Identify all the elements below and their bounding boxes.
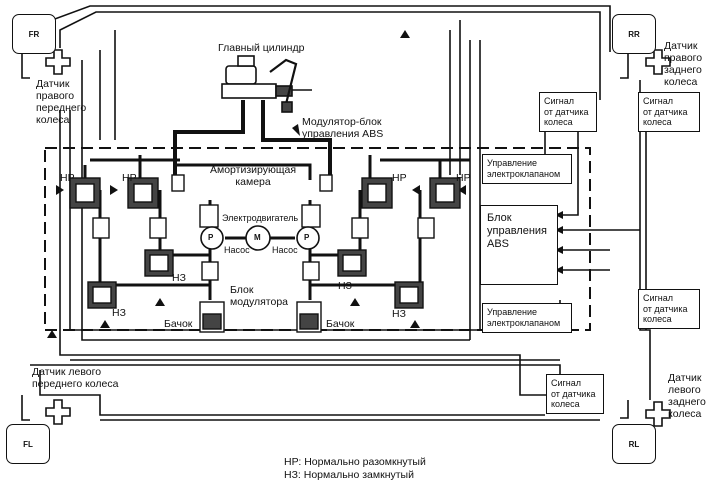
valve-control-box-top: Управление электроклапаном — [482, 154, 572, 184]
label-pump-left: Насос — [224, 245, 250, 255]
wheel-rl: RL — [612, 424, 656, 464]
legend-nc: НЗ: Нормально замкнутый — [284, 469, 414, 481]
label-pump-symbol-left: P — [208, 233, 214, 242]
legend: НР: Нормально разомкнутый НЗ: Нормально … — [284, 456, 426, 482]
label-no-3: НР — [392, 172, 407, 184]
label-motor: Электродвигатель — [222, 213, 299, 223]
label-sensor-rr: Датчик правого заднего колеса — [664, 40, 703, 88]
master-cylinder — [221, 55, 312, 113]
signal-box-bottom: Сигнал от датчика колеса — [546, 374, 604, 414]
brake-line-right — [261, 100, 332, 175]
label-no-4: НР — [456, 172, 471, 184]
label-reservoir-left: Бачок — [164, 318, 193, 330]
sensor-wire-fl — [39, 370, 545, 416]
signal-box-top-left: Сигнал от датчика колеса — [539, 92, 597, 132]
brake-line-left — [173, 100, 245, 175]
sensor-wire-fr-2 — [51, 5, 611, 52]
label-reservoir-right: Бачок — [326, 318, 355, 330]
sensor-wire-fr — [59, 11, 601, 48]
signal-box-top-right: Сигнал от датчика колеса — [638, 92, 700, 132]
pump-left-shape — [200, 226, 224, 250]
label-sensor-fr: Датчик правого переднего колеса — [36, 78, 87, 126]
wheel-fr: FR — [12, 14, 56, 54]
label-damping-chamber: Амортизирующая камера — [210, 164, 297, 188]
label-no-2: НР — [122, 172, 137, 184]
label-nc-4: НЗ — [392, 308, 406, 320]
wheel-rr: RR — [612, 14, 656, 54]
label-no-1: НР — [60, 172, 75, 184]
label-nc-2: НЗ — [112, 307, 126, 319]
label-modulator-block: Блок модулятора — [230, 284, 288, 308]
legend-no: НР: Нормально разомкнутый — [284, 456, 426, 468]
label-nc-1: НЗ — [172, 272, 186, 284]
motor-shape — [245, 225, 271, 251]
pump-right-shape — [296, 226, 320, 250]
abs-control-unit: Блок управления ABS — [480, 205, 558, 285]
wheel-fl: FL — [6, 424, 50, 464]
label-nc-3: НЗ — [338, 280, 352, 292]
valve-control-box-bottom: Управление электроклапаном — [482, 303, 572, 333]
hydraulic-line-top — [59, 110, 560, 396]
label-modulator-ecu: Модулятор-блок управления ABS — [302, 116, 384, 140]
label-master-cylinder: Главный цилиндр — [218, 42, 305, 54]
label-pump-right: Насос — [272, 245, 298, 255]
valve-no-rr — [429, 177, 461, 209]
label-sensor-fl: Датчик левого переднего колеса — [32, 366, 119, 390]
valves — [69, 174, 461, 333]
label-motor-symbol: M — [254, 233, 261, 242]
label-pump-symbol-right: P — [304, 233, 310, 242]
label-sensor-rl: Датчик левого заднего колеса — [668, 372, 706, 420]
sensor-wire-rl — [639, 100, 651, 400]
signal-box-mid-right: Сигнал от датчика колеса — [638, 289, 700, 329]
